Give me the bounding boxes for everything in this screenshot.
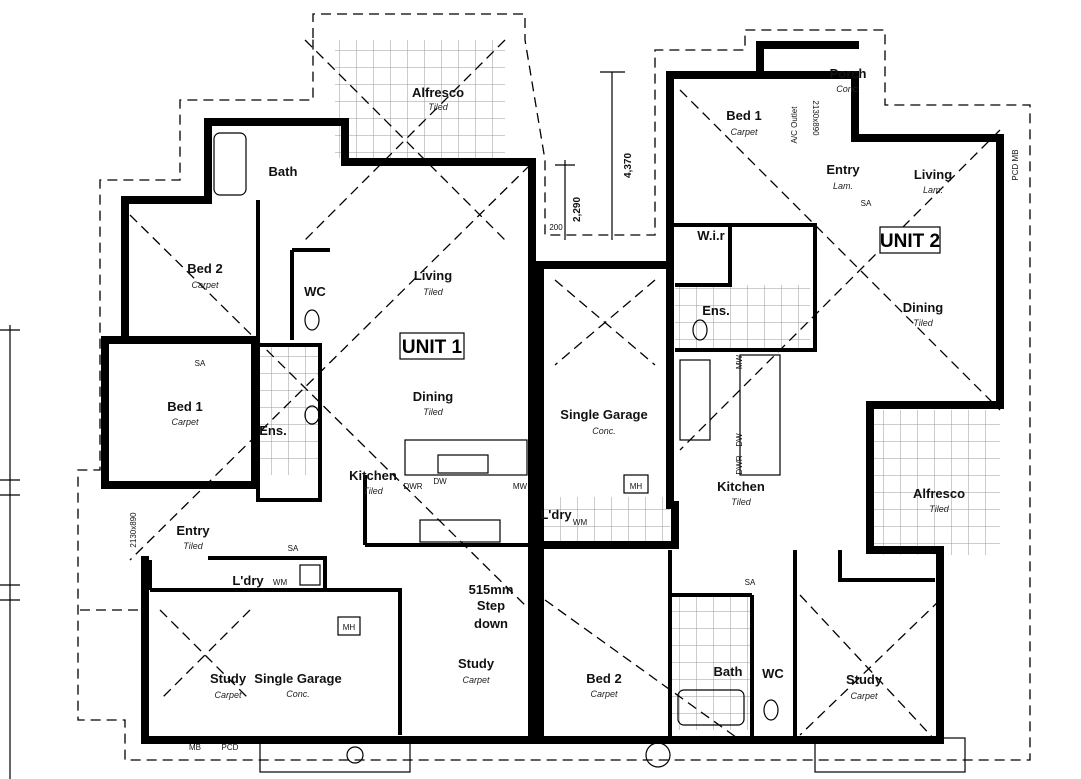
room-finish: Tiled <box>731 497 751 507</box>
dw-label: DW <box>735 433 744 447</box>
room-bed2: Bed 2 <box>586 671 621 686</box>
room-living: Living <box>914 167 952 182</box>
room-ensuite: Ens. <box>702 303 729 318</box>
room-finish: Carpet <box>191 280 219 290</box>
room-alfresco: Alfresco <box>913 486 965 501</box>
smoke-alarm-label: SA <box>288 544 299 553</box>
room-study-left: Study <box>210 671 247 686</box>
pcd-mb-label: PCD MB <box>1011 149 1020 180</box>
room-finish: Carpet <box>214 690 242 700</box>
room-finish: Tiled <box>183 541 203 551</box>
room-finish: Lam. <box>923 185 943 195</box>
room-bath: Bath <box>714 664 743 679</box>
mh-label: MH <box>630 482 643 491</box>
room-finish: Conc. <box>286 689 310 699</box>
room-kitchen: Kitchen <box>349 468 397 483</box>
wm-label: WM <box>573 518 588 527</box>
dimension-2290: 2,290 <box>572 197 583 222</box>
dimension-200: 200 <box>549 223 563 232</box>
room-finish: Carpet <box>850 691 878 701</box>
unit1-labels: UNIT 1 Alfresco Tiled Bath Bed 2 Carpet … <box>129 85 528 752</box>
unit1-title: UNIT 1 <box>402 337 463 358</box>
room-finish: Carpet <box>730 127 758 137</box>
mh-label: MH <box>343 623 356 632</box>
dimension-lines <box>0 71 625 779</box>
room-porch: Porch <box>830 66 867 81</box>
room-dining: Dining <box>903 300 943 315</box>
mw-label: MW <box>735 354 744 369</box>
room-finish: Tiled <box>913 318 933 328</box>
room-finish: Tiled <box>929 504 949 514</box>
room-finish: Carpet <box>171 417 199 427</box>
room-finish: Tiled <box>363 486 383 496</box>
room-finish: Tiled <box>428 102 448 112</box>
pcd-label: PCD <box>222 743 239 752</box>
unit2-title: UNIT 2 <box>880 231 940 252</box>
room-laundry: L'dry <box>232 573 264 588</box>
smoke-alarm-label: SA <box>195 359 206 368</box>
room-wc: WC <box>304 284 326 299</box>
room-laundry: L'dry <box>540 507 572 522</box>
fixtures <box>213 132 966 773</box>
room-wir: W.i.r <box>697 228 724 243</box>
room-finish: Carpet <box>590 689 618 699</box>
room-garage: Single Garage <box>560 407 647 422</box>
room-bed1: Bed 1 <box>726 108 761 123</box>
dimension-4370: 4,370 <box>623 153 634 178</box>
room-garage: Single Garage <box>254 671 341 686</box>
mw-label: MW <box>513 482 528 491</box>
room-bed2: Bed 2 <box>187 261 222 276</box>
room-ensuite: Ens. <box>259 423 286 438</box>
wm-label: WM <box>273 578 288 587</box>
room-finish: Tiled <box>423 407 443 417</box>
room-finish: Tiled <box>423 287 443 297</box>
room-finish: Carpet <box>462 675 490 685</box>
mb-label: MB <box>189 743 201 752</box>
step-note-2: Step <box>477 598 505 613</box>
room-finish: Conc. <box>592 426 616 436</box>
room-entry: Entry <box>176 523 210 538</box>
tiled-areas <box>258 40 1000 730</box>
step-note-3: down <box>474 616 508 631</box>
smoke-alarm-label: SA <box>745 578 756 587</box>
room-finish: Lam. <box>833 181 853 191</box>
door-size-label: 2130x890 <box>129 512 138 548</box>
ac-outlet-label: A/C Outlet <box>790 106 799 144</box>
dimension-labels: 4,370 2,290 200 <box>549 153 634 232</box>
room-finish: Conc. <box>836 84 860 94</box>
walls <box>101 41 1004 744</box>
room-bath: Bath <box>269 164 298 179</box>
room-entry: Entry <box>826 162 860 177</box>
room-wc: WC <box>762 666 784 681</box>
room-alfresco: Alfresco <box>412 85 464 100</box>
room-study: Study <box>846 672 883 687</box>
room-living: Living <box>414 268 452 283</box>
unit2-labels: UNIT 2 Porch Conc. Bed 1 Carpet A/C Outl… <box>540 66 1020 701</box>
door-size-label: 2130x890 <box>811 100 820 136</box>
room-kitchen: Kitchen <box>717 479 765 494</box>
smoke-alarm-label: SA <box>861 199 872 208</box>
room-bed1: Bed 1 <box>167 399 202 414</box>
eave-outline <box>77 13 1031 761</box>
step-note-1: 515mm <box>469 582 514 597</box>
dw-label: DW <box>433 477 447 486</box>
room-study: Study <box>458 656 495 671</box>
dwr-label: DWR <box>735 455 744 474</box>
room-dining: Dining <box>413 389 453 404</box>
dwr-label: DWR <box>403 482 422 491</box>
